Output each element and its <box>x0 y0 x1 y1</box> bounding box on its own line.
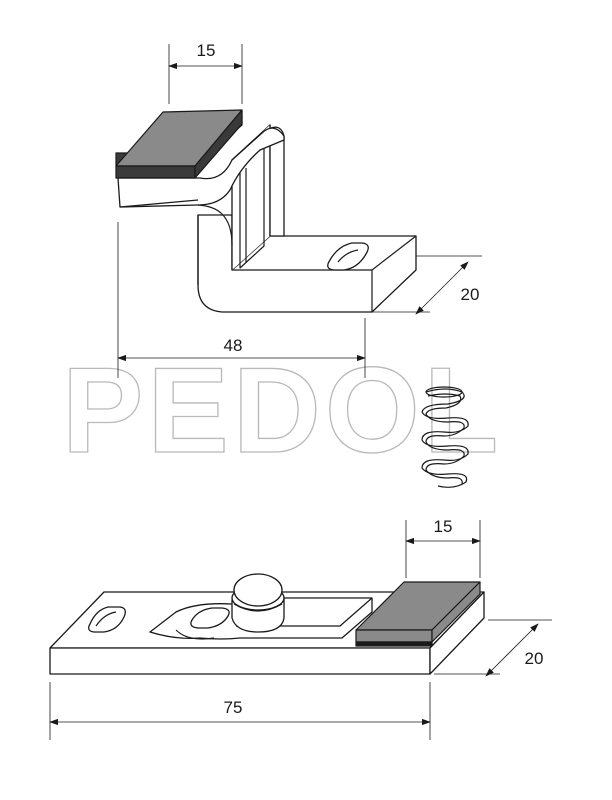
top-pad-width-label: 15 <box>197 41 216 60</box>
dimension-top-depth: 20 <box>372 255 482 315</box>
z-bracket <box>115 109 417 313</box>
bottom-pad-width-label: 15 <box>434 517 453 536</box>
top-depth-label: 20 <box>461 285 480 304</box>
dimension-top-pad-width: 15 <box>168 41 243 104</box>
base-plate <box>49 573 485 675</box>
dimension-bottom-pad-width: 15 <box>405 517 481 578</box>
plate-front <box>49 647 431 675</box>
top-length-label: 48 <box>224 336 243 355</box>
bottom-length-label: 75 <box>224 698 243 717</box>
dimension-bottom-length: 75 <box>49 682 431 740</box>
dimension-top-length: 48 <box>117 222 366 378</box>
plate-slot <box>88 606 126 633</box>
dimension-bottom-depth: 20 <box>434 619 552 677</box>
bracket-top-arm <box>117 127 285 208</box>
watermark: PEDOL <box>62 342 502 478</box>
spring <box>421 386 469 488</box>
slider-slot <box>190 607 230 629</box>
bottom-depth-label: 20 <box>525 649 544 668</box>
plate-side <box>429 591 485 675</box>
foot-slot <box>327 242 369 271</box>
